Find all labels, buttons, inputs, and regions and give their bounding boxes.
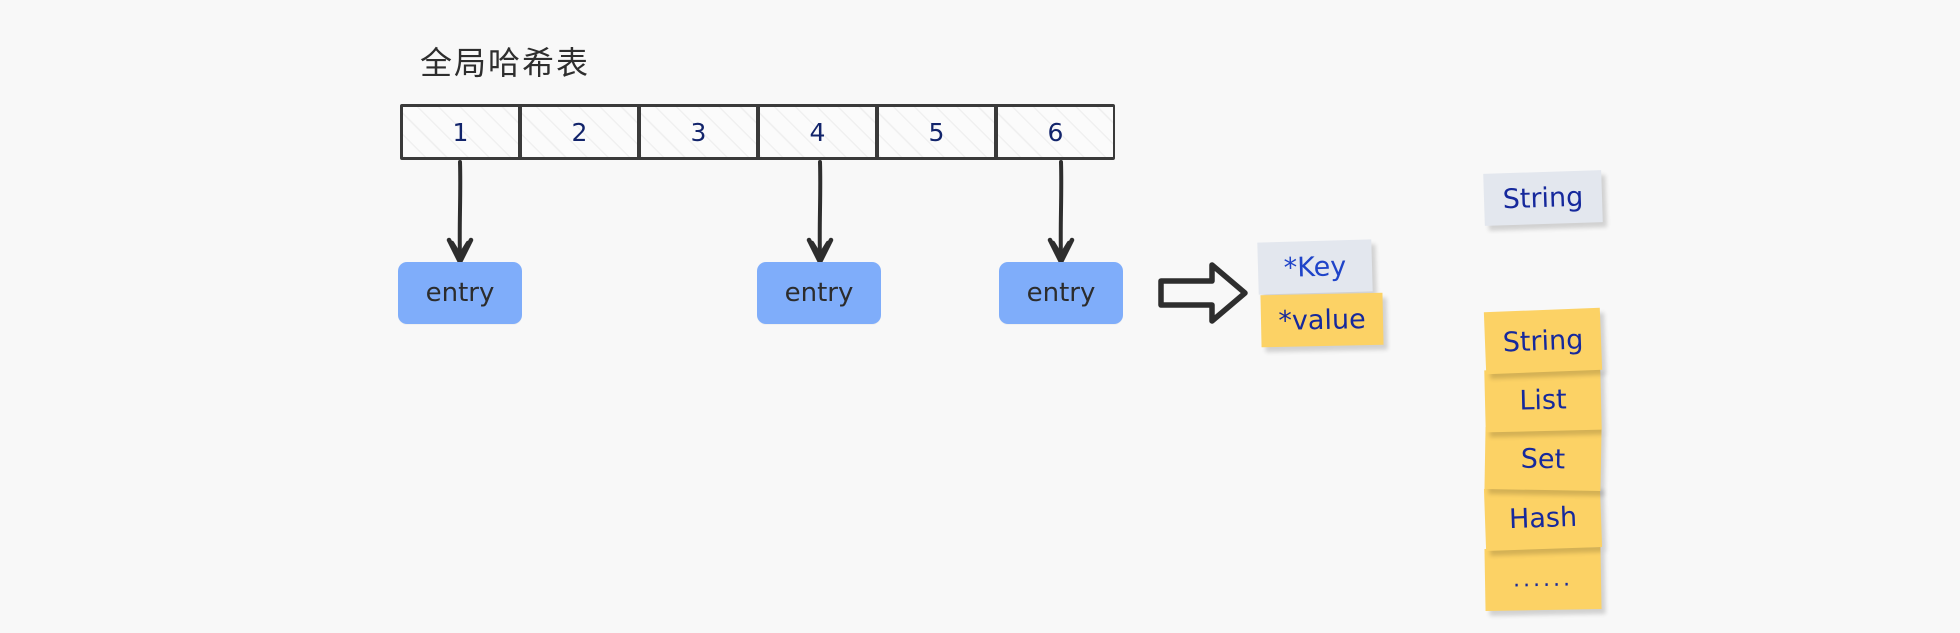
value-type-note-list[interactable]: List [1484,367,1602,433]
hash-cell-4[interactable]: 4 [757,104,877,160]
entry-box-1[interactable]: entry [398,262,522,324]
key-type-note-string[interactable]: String [1483,170,1603,226]
arrow-cell4-to-entry [806,160,834,265]
block-arrow-right-icon [1158,262,1248,324]
arrow-cell6-to-entry [1047,160,1075,265]
value-note[interactable]: *value [1260,292,1384,348]
value-type-note-string[interactable]: String [1483,307,1603,375]
hash-cell-6[interactable]: 6 [995,104,1115,160]
entry-box-2[interactable]: entry [757,262,881,324]
ellipsis-label: ...... [1512,565,1574,593]
value-type-note-more[interactable]: ...... [1484,546,1602,612]
page-title: 全局哈希表 [420,44,591,82]
global-hash-table: 1 2 3 4 5 6 [400,104,1115,160]
hash-cell-2[interactable]: 2 [519,104,639,160]
value-type-note-hash[interactable]: Hash [1483,484,1603,552]
entry-box-3[interactable]: entry [999,262,1123,324]
hash-cell-3[interactable]: 3 [638,104,758,160]
hash-cell-5[interactable]: 5 [876,104,996,160]
hash-cell-1[interactable]: 1 [400,104,520,160]
arrow-cell1-to-entry [446,160,474,265]
value-type-note-set[interactable]: Set [1484,426,1602,492]
key-note[interactable]: *Key [1257,239,1373,295]
